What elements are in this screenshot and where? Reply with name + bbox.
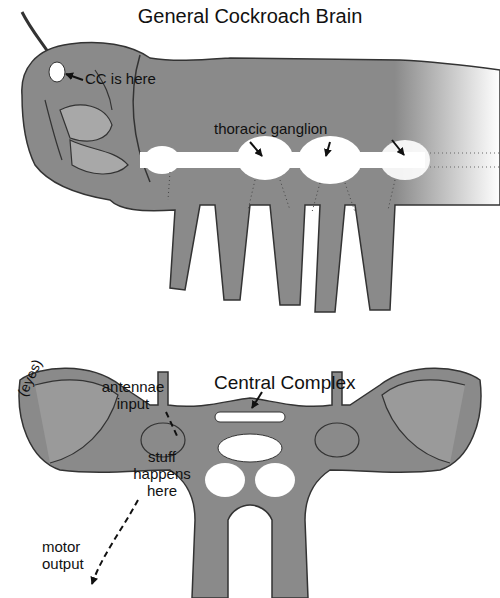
brain-outline xyxy=(19,368,481,598)
mouthpart xyxy=(60,105,112,141)
ganglion xyxy=(298,136,362,184)
annotation-label: CC is here xyxy=(85,70,185,87)
mouthpart xyxy=(70,140,128,174)
nerve-branch xyxy=(168,172,395,212)
cockroach-body xyxy=(22,43,500,312)
pointer-arrow xyxy=(66,74,83,80)
ganglion xyxy=(380,140,430,180)
diagram-title: General Cockroach Brain xyxy=(0,5,500,27)
annotation-label: Central Complex xyxy=(214,372,384,393)
pointer-arrow xyxy=(392,140,404,155)
pointer-arrow xyxy=(250,142,262,156)
signal-path xyxy=(166,412,178,438)
central-body xyxy=(215,412,285,422)
annotation-label: stuff happens here xyxy=(128,448,196,499)
central-body xyxy=(218,434,282,462)
antennal-lobe xyxy=(315,423,359,457)
ganglion xyxy=(237,136,293,180)
nerve-cord-dotted xyxy=(430,153,500,167)
annotation-label: motor output xyxy=(42,538,102,572)
head-line xyxy=(45,100,62,160)
signal-path xyxy=(92,500,138,584)
brain-lobe xyxy=(205,463,245,497)
pointer-arrow xyxy=(252,392,262,408)
pointer-arrow xyxy=(326,142,330,156)
ganglion xyxy=(144,146,180,174)
annotation-label: antennae input xyxy=(98,378,168,412)
optic-lobe xyxy=(382,380,465,463)
annotation-label: thoracic ganglion xyxy=(214,120,364,137)
antenna xyxy=(22,12,48,52)
cc-spot xyxy=(49,62,65,82)
brain-lobe xyxy=(255,463,295,497)
